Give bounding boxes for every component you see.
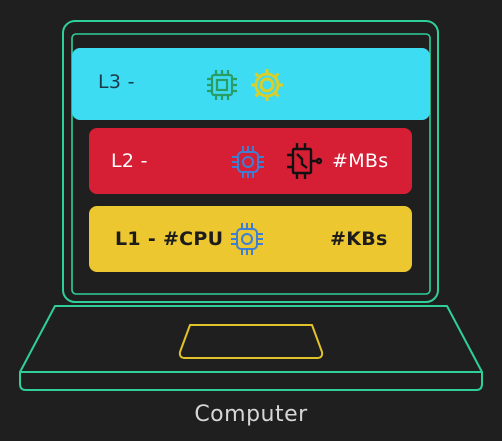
l1-size: #KBs (330, 228, 388, 250)
l2-label: L2 - (111, 150, 148, 172)
l2-size: #MBs (332, 150, 389, 172)
cpu-core-icon (251, 69, 283, 101)
touchpad (178, 324, 324, 359)
diagram-caption: Computer (194, 402, 308, 427)
l3-label: L3 - (98, 71, 135, 93)
cpu-chip-icon (207, 70, 237, 100)
cache-level-l1: L1 - #CPU #KBs (89, 206, 412, 272)
cpu-core-icon (232, 146, 264, 178)
cache-level-l2: L2 - #MBs (89, 128, 412, 194)
laptop-base (19, 305, 483, 373)
l1-label: L1 - #CPU (115, 228, 224, 250)
cache-level-l3: L3 - (72, 48, 430, 120)
laptop-base-edge (19, 372, 483, 391)
circuit-board-icon (287, 143, 323, 179)
cpu-core-icon (231, 223, 263, 255)
laptop-screen-outer (62, 20, 439, 303)
laptop-screen-inner (71, 33, 431, 295)
